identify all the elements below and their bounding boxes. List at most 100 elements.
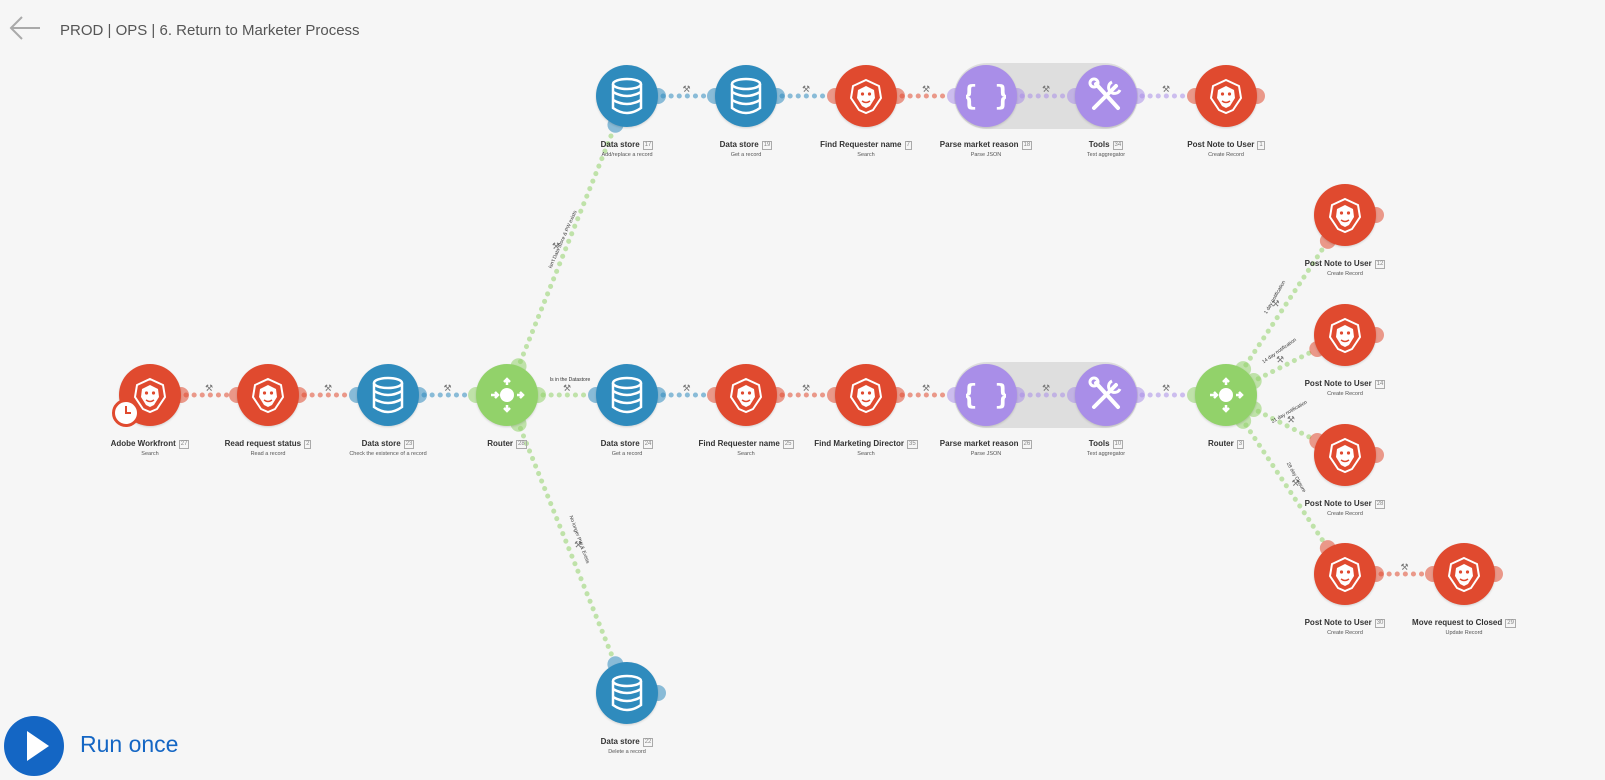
module-operation: Text aggregator <box>1086 152 1126 158</box>
module-number: 27 <box>178 440 190 449</box>
wrench-icon[interactable]: ⚒ <box>1400 563 1408 573</box>
wrench-icon[interactable]: ⚒ <box>802 85 810 95</box>
module-name: Post Note to User <box>1187 140 1255 149</box>
route-filter-label[interactable]: Is in the Datastore <box>550 377 591 383</box>
lion-icon[interactable] <box>1314 424 1376 486</box>
module-operation: Search <box>857 152 875 158</box>
wrench-icon[interactable]: ⚒ <box>682 85 690 95</box>
module-operation: Add/replace a record <box>601 152 653 158</box>
module-operation: Read a record <box>250 451 286 457</box>
connection-line[interactable] <box>517 126 617 365</box>
module-number: 17 <box>642 141 654 150</box>
wrench-icon[interactable]: ⚒ <box>1042 384 1050 394</box>
module-operation: Create Record <box>1327 391 1363 397</box>
wrench-icon[interactable]: ⚒ <box>1291 479 1299 489</box>
connection-line[interactable] <box>1255 408 1316 442</box>
wrench-icon[interactable]: ⚒ <box>1162 384 1170 394</box>
module-name: Move request to Closed <box>1412 618 1503 627</box>
wrench-icon[interactable]: ⚒ <box>802 384 810 394</box>
lion-icon[interactable] <box>715 364 777 426</box>
wrench-icon[interactable]: ⚒ <box>205 384 213 394</box>
module-operation: Check the existence of a record <box>349 451 427 457</box>
lion-icon[interactable] <box>1433 543 1495 605</box>
module-number: 26 <box>1021 440 1033 449</box>
json-icon[interactable]: { } <box>955 364 1017 426</box>
module-number: 30 <box>1374 619 1386 628</box>
wrench-icon[interactable]: ⚒ <box>922 384 930 394</box>
database-icon[interactable] <box>715 65 777 127</box>
module-name: Parse market reason <box>939 439 1019 448</box>
module-number: 10 <box>1112 440 1124 449</box>
module-name: Data store <box>361 439 401 448</box>
module-number: 3 <box>1236 440 1245 449</box>
wrench-icon[interactable]: ⚒ <box>1042 85 1050 95</box>
route-filter-label[interactable]: Isn't Data Store & PW exists <box>548 209 579 269</box>
module-name: Router <box>487 439 514 448</box>
wrench-icon[interactable]: ⚒ <box>1287 415 1295 425</box>
play-icon[interactable] <box>4 716 64 776</box>
wrench-icon[interactable]: ⚒ <box>563 384 571 394</box>
wrench-icon[interactable]: ⚒ <box>324 384 332 394</box>
module-number: 28 <box>516 440 527 449</box>
json-icon[interactable]: { } <box>955 65 1017 127</box>
module-operation: Search <box>737 451 755 457</box>
module-number: 28 <box>1374 500 1386 509</box>
module-number: 19 <box>761 141 773 150</box>
connection-line[interactable] <box>1243 422 1328 547</box>
lion-icon[interactable] <box>1195 65 1257 127</box>
module-name: Data store <box>600 737 640 746</box>
wrench-icon[interactable]: ⚒ <box>682 384 690 394</box>
connection-line[interactable] <box>517 425 617 663</box>
run-once-label[interactable]: Run once <box>80 731 179 757</box>
module-operation: Parse JSON <box>970 451 1002 457</box>
wrench-icon[interactable]: ⚒ <box>1276 355 1284 365</box>
module-name: Find Requester name <box>698 439 780 448</box>
lion-icon[interactable] <box>835 65 897 127</box>
wrench-icon[interactable]: ⚒ <box>574 541 582 551</box>
wrench-icon[interactable]: ⚒ <box>1162 85 1170 95</box>
back-arrow-icon[interactable] <box>8 14 42 42</box>
router-icon[interactable] <box>476 364 538 426</box>
module-operation: Text aggregator <box>1086 451 1126 457</box>
database-icon[interactable] <box>357 364 419 426</box>
module-operation: Get a record <box>611 451 643 457</box>
lion-icon[interactable] <box>237 364 299 426</box>
tools-icon[interactable] <box>1075 364 1137 426</box>
tools-icon[interactable] <box>1075 65 1137 127</box>
module-operation: Get a record <box>730 152 762 158</box>
module-name: Tools <box>1088 140 1110 149</box>
module-number: 1 <box>1257 141 1265 150</box>
module-operation: Create Record <box>1208 152 1244 158</box>
connection-line[interactable] <box>1243 242 1328 368</box>
module-number: 35 <box>907 440 918 449</box>
database-icon[interactable] <box>596 65 658 127</box>
wrench-icon[interactable]: ⚒ <box>922 85 930 95</box>
schedule-clock-icon[interactable] <box>112 399 140 427</box>
connection-line[interactable] <box>1255 348 1316 382</box>
route-filter-label[interactable]: 28 day Closure <box>1285 461 1307 493</box>
lion-icon[interactable] <box>1314 184 1376 246</box>
wrench-icon[interactable]: ⚒ <box>443 384 451 394</box>
module-number: 14 <box>1374 380 1386 389</box>
module-name: Router <box>1207 439 1234 448</box>
wrench-icon[interactable]: ⚒ <box>1271 299 1279 309</box>
module-number: 29 <box>1505 619 1516 628</box>
database-icon[interactable] <box>596 364 658 426</box>
database-icon[interactable] <box>596 662 658 724</box>
module-name: Find Marketing Director <box>814 439 905 448</box>
lion-icon[interactable] <box>1314 543 1376 605</box>
module-name: Data store <box>600 140 640 149</box>
module-number: 24 <box>642 440 654 449</box>
router-icon[interactable] <box>1195 364 1257 426</box>
module-number: 18 <box>1021 141 1033 150</box>
module-number: 12 <box>1374 260 1386 269</box>
wrench-icon[interactable]: ⚒ <box>552 242 560 252</box>
lion-icon[interactable] <box>1314 304 1376 366</box>
lion-icon[interactable] <box>835 364 897 426</box>
